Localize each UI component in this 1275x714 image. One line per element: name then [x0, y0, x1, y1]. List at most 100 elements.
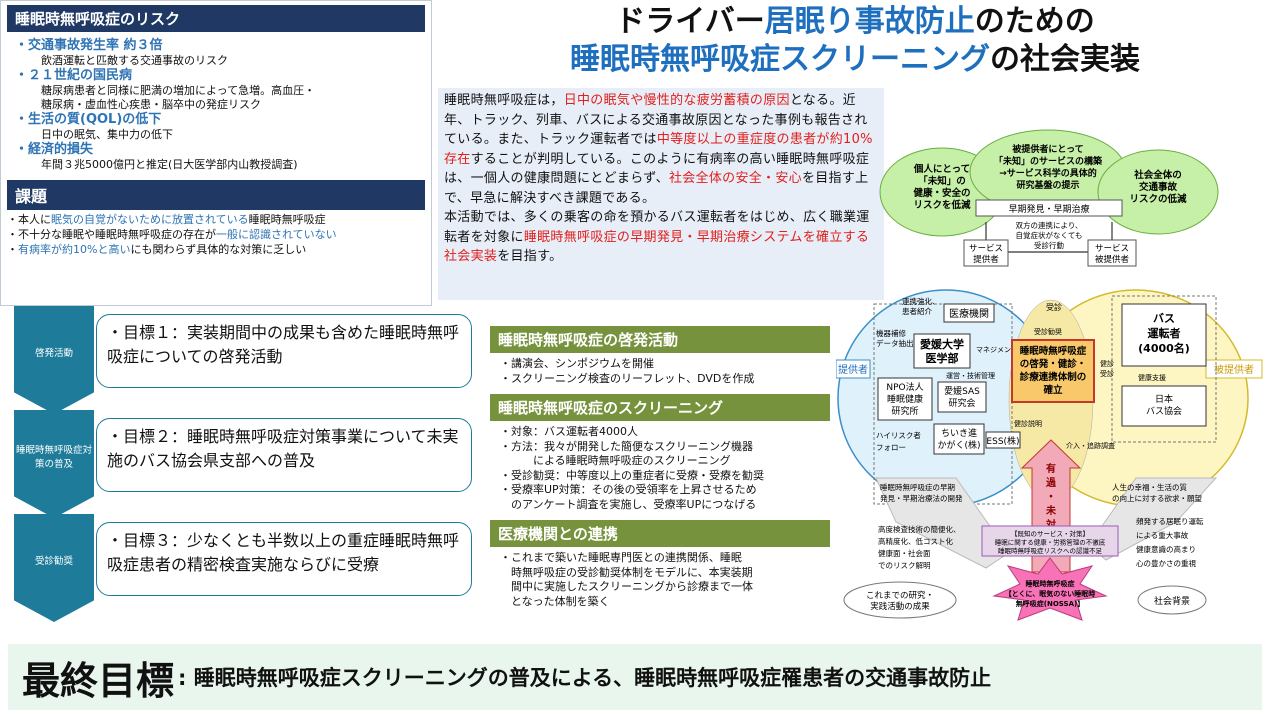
issues-header: 課題: [7, 180, 425, 210]
diagram-text-line: 無呼吸症(NOSSA)】: [1016, 599, 1084, 608]
summary-paragraph: 本活動では、多くの乗客の命を預かるバス運転者をはじめ、広く職業運転者を対象に睡眠…: [444, 208, 878, 267]
receiver-label-box: [1205, 359, 1263, 379]
bus-driver-box: [1121, 303, 1207, 367]
diagram-text-line: 連携強化、: [902, 296, 940, 306]
goal-box: ・目標３：少なくとも半数以上の重症睡眠時無呼吸症患者の精密検査実施ならびに受療: [96, 522, 472, 596]
summary-highlight: 中等度以上の重症度の患者が約10%存在: [444, 132, 873, 167]
risk-item: ・経済的損失年間３兆5000億円と推定(日大医学部内山教授調査): [15, 142, 421, 172]
issue-highlight: 一般に認識されていない: [216, 228, 337, 241]
activity-section-item: 時無呼吸症の受診勧奨体制をモデルに、本実装期: [500, 565, 753, 579]
diagram-text-line: サービス: [969, 244, 1003, 254]
risk-item: ・２１世紀の国民病糖尿病患者と同様に肥満の増加によって急増。高血圧・糖尿病・虚血…: [15, 68, 421, 112]
sas-star: [992, 557, 1108, 621]
summary-highlight: 睡眠時無呼吸症の早期発見・早期治療システムを確立する社会実装: [444, 229, 870, 265]
diagram-text-line: 確立: [1043, 384, 1063, 396]
diagram-text-line: 高度検査技術の簡便化、: [878, 524, 961, 534]
activity-section-body: ・対象：バス運転者4000人・方法：我々が開発した簡便なスクリーニング機器 によ…: [490, 421, 830, 516]
diagram-text-line: 睡眠時無呼吸症リスクへの認識不足: [998, 546, 1103, 555]
diagram-text-line: バス協会: [1146, 405, 1182, 417]
diagram-text-line: ハイリスク者: [876, 431, 921, 440]
activity-section: 睡眠時無呼吸症の啓発活動・講演会、シンポジウムを開催・スクリーニング検査のリーフ…: [490, 326, 830, 390]
page-title: ドライバー居眠り事故防止のための 睡眠時無呼吸症スクリーニングの社会実装: [440, 4, 1270, 80]
diagram-text-line: 睡眠健康: [887, 393, 923, 405]
diagram-text-line: 研究会: [948, 397, 975, 409]
health-guidance-label: 健診説明: [1014, 419, 1042, 428]
diagram-text-line: 心の豊かさの重視: [1136, 558, 1196, 568]
diagram-text-line: 「未知」のサービスの構築: [994, 155, 1103, 167]
activity-section-item: ・受診勧奨：中等度以上の重症者に受療・受療を勧奨: [500, 468, 764, 482]
summary-text-part: を目指す。: [497, 249, 563, 264]
diagram-text-line: かがく(株): [937, 439, 980, 451]
activity-section-item: ・方法：我々が開発した簡便なスクリーニング機器: [500, 439, 753, 453]
center-system-box: [1011, 339, 1095, 403]
diagram-text-line: 対: [1045, 518, 1056, 531]
diagram-text-line: 健康・安全の: [913, 187, 970, 199]
summary-text-part: することが判明している。このように有病率の高い睡眠時無呼吸症は、一個人の健康問題…: [444, 151, 870, 187]
diagram-text-line: データ抽出: [876, 338, 914, 348]
social-bg-oval: [1137, 585, 1207, 615]
risk-header: 睡眠時無呼吸症のリスク: [7, 5, 425, 32]
final-goal-label: 最終目標: [22, 657, 175, 703]
activity-section-body: ・これまで築いた睡眠専門医との連携関係、睡眠 時無呼吸症の受診勧奨体制をモデルに…: [490, 547, 830, 613]
risk-item-head: ・交通事故発生率 約３倍: [15, 38, 163, 53]
diagram-text-line: リスクを低減: [913, 199, 971, 211]
diagram-text-line: 診療連携体制の: [1020, 371, 1087, 383]
screening-label: 受診勧奨: [1034, 327, 1062, 336]
activity-section-body: ・講演会、シンポジウムを開催・スクリーニング検査のリーフレット、DVDを作成: [490, 353, 830, 390]
activity-section-item: ・スクリーニング検査のリーフレット、DVDを作成: [500, 371, 755, 385]
summary-text-part: 本活動では、多くの乗客の命を預かるバス運転者をはじめ、広く職業運転者を対象に: [444, 210, 870, 245]
diagram-text-line: フォロー: [876, 443, 906, 452]
diagram-text-line: 健康面・社会面: [878, 548, 931, 558]
flow-early-text: 早期発見・早期治療: [1008, 203, 1089, 215]
risk-item-head: ・経済的損失: [15, 142, 94, 157]
goal-row: 啓発活動・目標１：実装期間中の成果も含めた睡眠時無呼吸症についての啓発活動: [6, 306, 472, 414]
medical-institution-text: 医療機関: [949, 307, 989, 320]
diagram-text-line: 未: [1045, 504, 1056, 517]
risk-item: ・交通事故発生率 約３倍飲酒運転と匹敵する交通事故のリスク: [15, 38, 421, 68]
diagram-text-line: 健康意識の高まり: [1136, 544, 1196, 554]
risk-panel: 睡眠時無呼吸症のリスク ・交通事故発生率 約３倍飲酒運転と匹敵する交通事故のリス…: [0, 0, 432, 306]
diagram-text-line: 社会全体の: [1133, 169, 1182, 181]
jushin-label: 受診: [1046, 302, 1062, 312]
diagram-text-line: 受診: [1100, 369, 1114, 378]
risk-item-sub: 日中の眠気、集中力の低下: [41, 128, 173, 141]
summary-text: 睡眠時無呼吸症は，日中の眠気や慢性的な疲労蓄積の原因となる。近年、トラック、列車…: [438, 88, 884, 300]
risk-item: ・生活の質(QOL)の低下日中の眠気、集中力の低下: [15, 112, 421, 142]
diagram-text-line: 有: [1046, 462, 1056, 475]
goal-chevron: 受診勧奨: [14, 514, 94, 622]
title-part: のための: [974, 4, 1095, 39]
summary-highlight: 日中の眠気や慢性的な疲労蓄積の原因: [563, 93, 790, 108]
diagram-text-line: 受診行動: [1034, 240, 1064, 250]
activity-section-item: ・対象：バス運転者4000人: [500, 425, 638, 438]
diagram-text-line: 個人にとって: [913, 163, 970, 175]
diagram-text-line: →サービス科学の具体的: [999, 167, 1097, 179]
issue-text: 睡眠時無呼吸症: [248, 213, 326, 226]
diagram-text-line: 自覚症状がなくても: [1016, 230, 1083, 240]
diagram-text-line: の向上に対する欲求・願望: [1112, 493, 1202, 503]
activity-section-header: 睡眠時無呼吸症のスクリーニング: [490, 394, 830, 421]
title-part: の社会実装: [990, 42, 1140, 77]
risk-item-sub: 糖尿病・虚血性心疾患・脳卒中の発症リスク: [41, 98, 261, 111]
issue-text: にも関わらず具体的な対策に乏しい: [130, 243, 307, 256]
goal-chevron: 睡眠時無呼吸症対策の普及: [14, 410, 94, 518]
activity-section-item: のアンケート調査を実施し、受療率UPにつなげる: [500, 497, 757, 511]
receiver-label: 被提供者: [1214, 363, 1254, 376]
activity-section-item: による睡眠時無呼吸症のスクリーニング: [500, 454, 731, 467]
left-arrow-text: 睡眠時無呼吸症の早期発見・早期治療法の開発: [880, 482, 963, 503]
diagram-text-line: 医学部: [926, 351, 959, 365]
final-goal-text: : 睡眠時無呼吸症スクリーニングの普及による、睡眠時無呼吸症罹患者の交通事故防止: [178, 666, 992, 690]
diagram-text-line: 日本: [1155, 393, 1173, 405]
diagram-text-line: 頻発する居眠り運転: [1136, 516, 1204, 526]
social-bg-text: 社会背景: [1154, 595, 1190, 607]
diagram-text-line: 運転者: [1148, 326, 1181, 340]
